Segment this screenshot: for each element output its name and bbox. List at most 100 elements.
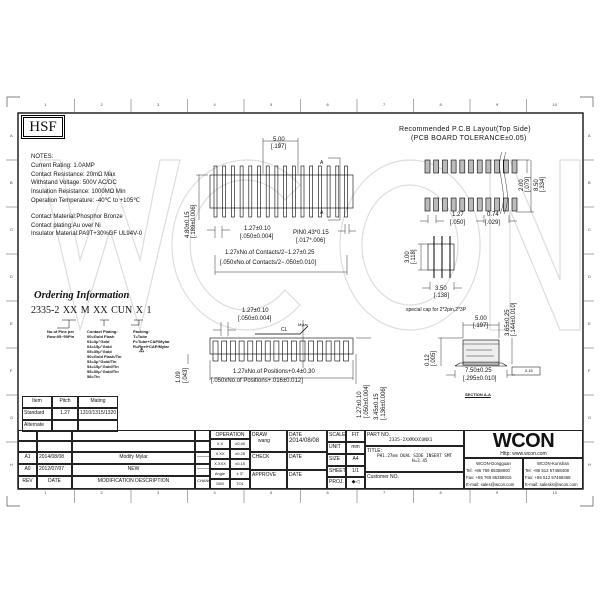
size-value: A4 <box>346 454 365 466</box>
office-name: WCON-Kunshan <box>537 461 569 466</box>
pin <box>231 165 235 218</box>
pcb-pad <box>476 159 483 174</box>
contact-cavity <box>256 340 262 362</box>
rev-date: 2014/08/08 <box>37 452 72 464</box>
watermark-letter-w <box>39 159 181 333</box>
unit-value: mm <box>346 442 365 454</box>
pin <box>318 165 322 218</box>
contact-cavity <box>247 340 254 362</box>
hsf-logo: HSF <box>21 115 65 139</box>
centerline-label: CL <box>281 327 288 333</box>
pin <box>274 165 279 218</box>
zone-letter: H <box>10 462 13 467</box>
draw-label: DRAW <box>252 432 268 438</box>
section-label: SECTION A-A <box>465 392 491 397</box>
pin <box>257 165 261 218</box>
packing-option: R=Reel+CAP/Mylar <box>133 344 170 349</box>
office-name: WCON-Dongguan <box>476 461 511 466</box>
zone-number: 5 <box>270 490 273 495</box>
zone-letter: A <box>588 133 591 138</box>
pcb-pad <box>459 197 466 212</box>
table-cell <box>52 420 78 432</box>
contact-cavity <box>343 340 349 362</box>
contact-cavity <box>273 340 280 362</box>
pcb-pad-in: [.029] <box>485 220 501 226</box>
zone-letter: B <box>10 180 13 185</box>
pcb-pad <box>424 159 431 174</box>
section-base-in: [.295±0.010] <box>463 376 497 382</box>
contact-cavity <box>334 340 341 362</box>
plating-option: 05=30μ"Gold <box>87 349 112 354</box>
pins-option: No.of Pins per Row:05~50Pin <box>47 329 75 339</box>
pin <box>309 165 314 218</box>
zone-letter: C <box>10 227 13 232</box>
pcb-d1-in: [.079] <box>525 176 531 192</box>
pin <box>239 165 244 218</box>
pin <box>335 165 340 218</box>
drawing-title-height: H=3.45 <box>412 459 428 464</box>
drawing-title: PH1.27mm DUAL SIDE INSERT SMT <box>377 454 453 459</box>
section-w: 5.00 <box>475 316 487 322</box>
part-no-cell: PART NO.2335-2XXMXXCUNX1 <box>365 430 464 446</box>
plating-options: Contact Plating: 00=Gold Flash 03=3μ"Gol… <box>87 329 122 379</box>
zone-letter: A <box>10 133 13 138</box>
note-line: Insulation Resistance: 1000MΩ Min <box>31 189 126 196</box>
tolerance-value: ±0.25 <box>230 449 250 459</box>
rev-cell: A1 <box>18 452 37 464</box>
dim-length: 1.27xNo.of Contacts/2−1.27±0.25 <box>225 250 315 256</box>
contact-cavity <box>282 340 288 362</box>
pcb-pitch: 1.27 <box>452 212 464 218</box>
zone-number: 3 <box>157 490 160 495</box>
office-email: E-mail: sales@wcon.com <box>466 482 515 487</box>
tolerance-dim: X.XX <box>210 449 230 459</box>
note-line: Contact Resistance: 20mΩ Max <box>31 171 116 178</box>
size-label: SIZE <box>327 454 346 466</box>
side-h1: 1.09 <box>176 371 182 383</box>
packing-title: Packing: <box>133 329 150 334</box>
rev-header: REV <box>18 476 37 489</box>
approve-label: APPROVE <box>250 470 287 489</box>
check-date-label: DATE <box>287 452 327 470</box>
pin <box>283 165 287 218</box>
date-label: DATE <box>289 432 302 438</box>
zone-number: 6 <box>326 490 329 495</box>
pcb-pads <box>424 159 518 212</box>
note-line: Operation Temperature: -40℃ to +105℃ <box>31 197 140 204</box>
side-h3-in: [.136±0.006] <box>381 386 387 420</box>
pin <box>248 165 253 218</box>
part-number: 2335-2XXMXXCUNX1 <box>389 438 433 443</box>
pcb-pad <box>494 197 500 212</box>
zone-number: 9 <box>496 490 499 495</box>
watermark-letter-c <box>171 159 301 331</box>
unit-label: UNIT <box>327 442 346 454</box>
side-h2: 1.27±0.10 <box>357 391 363 418</box>
pin <box>213 165 218 218</box>
scale-label: SCALE <box>327 430 346 442</box>
plating-option: 58=Tin <box>87 374 100 379</box>
side-length: 1.27xNo.of Positions+0.4±0.30 <box>233 369 315 375</box>
plating-option: 53=3μ"Gold/Tin <box>87 359 117 364</box>
rev-desc: Modify Mylar <box>72 452 195 464</box>
plating-option: 54=15μ"Gold/Tin <box>87 364 119 369</box>
wcon-logo: WCON <box>492 430 555 452</box>
tolerance-value: ±0.40 <box>230 439 250 449</box>
office-tel: Tel: +86 512 57468408 <box>525 468 569 473</box>
zone-number: 2 <box>100 490 103 495</box>
side-h2-in: [.050±0.004] <box>364 384 370 418</box>
pcb-pad <box>511 159 518 174</box>
zone-number: 3 <box>157 102 160 107</box>
dim-pitch-in: [.050±0.004] <box>240 234 274 240</box>
note-line: Current Rating: 1.0AMP <box>31 162 95 169</box>
dim-pin-in: [.017*.006] <box>296 238 326 244</box>
zone-number: 8 <box>439 102 442 107</box>
tolerance-dim: Angle <box>210 469 230 479</box>
table-header: Item <box>22 396 52 408</box>
zone-letter: C <box>588 227 591 232</box>
zone-number: 4 <box>213 102 216 107</box>
pcb-pad <box>442 159 448 174</box>
contact-cavity <box>325 340 332 362</box>
plating-title: Contact Plating: <box>87 329 118 334</box>
zone-letter: E <box>588 321 591 326</box>
